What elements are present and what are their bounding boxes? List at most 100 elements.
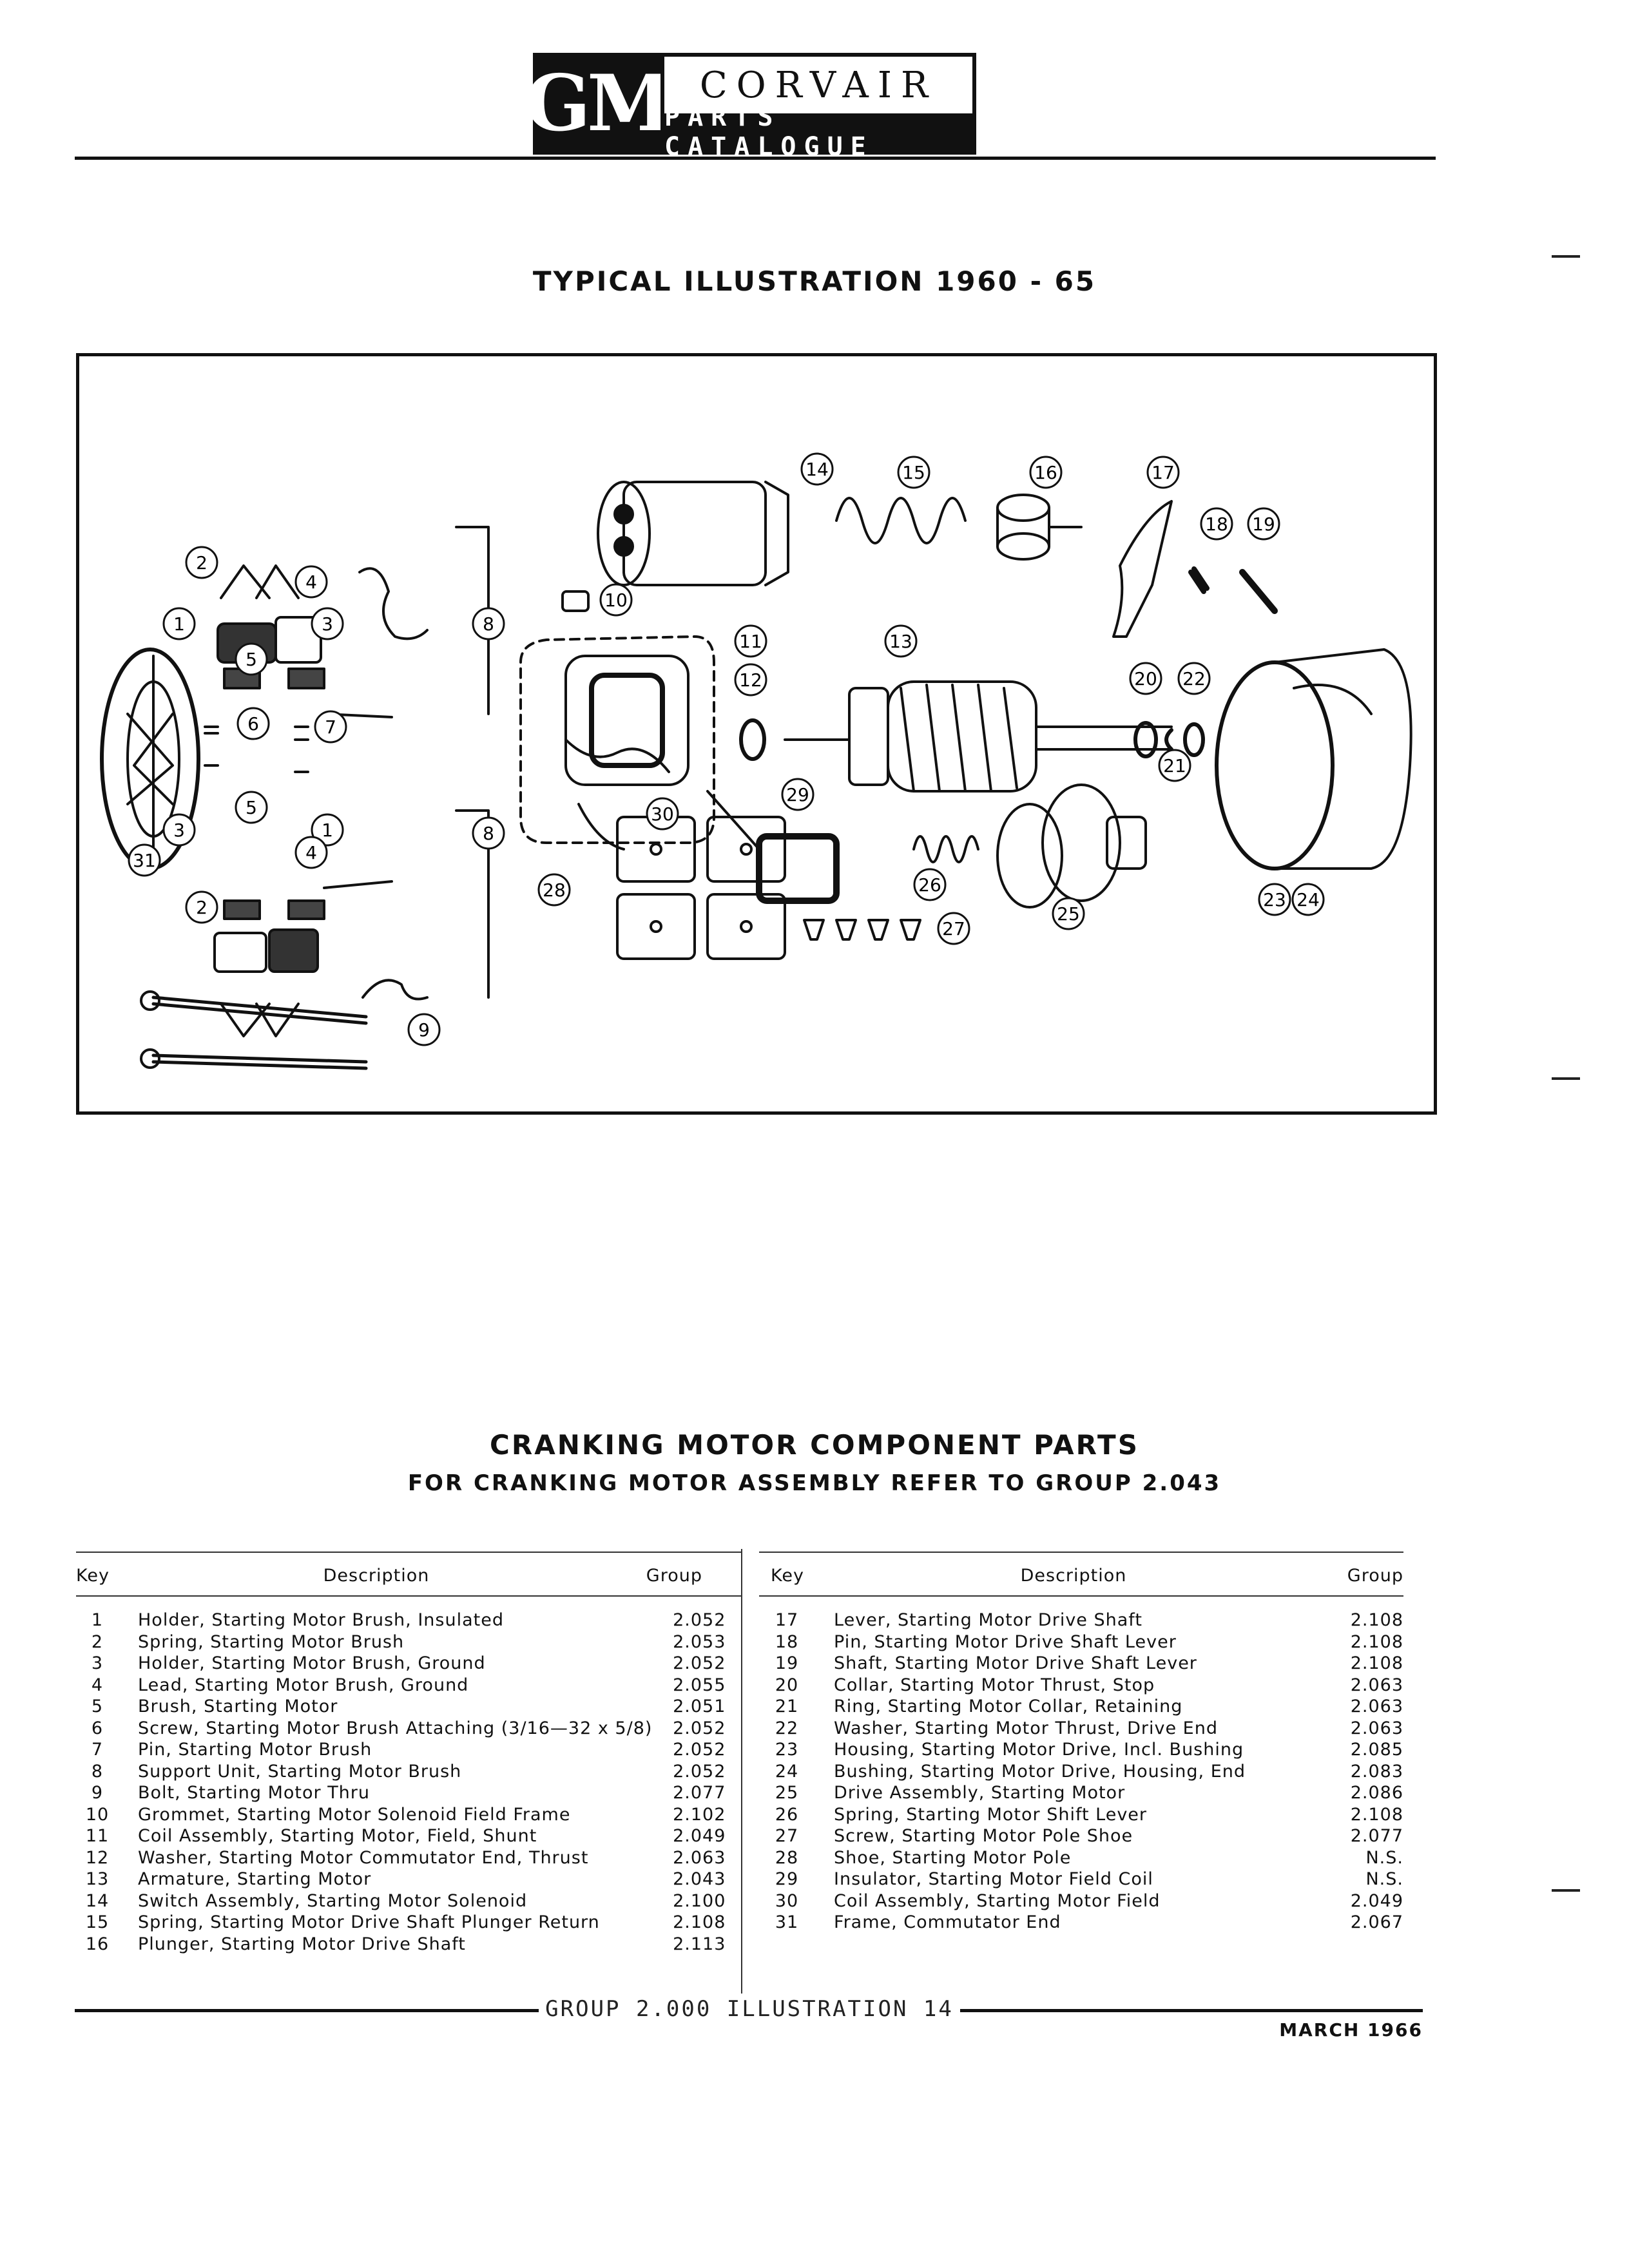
spacer: [815, 1718, 834, 1740]
callout-18: 18: [1200, 507, 1233, 541]
spacer: [815, 1912, 834, 1934]
part-description: Pin, Starting Motor Brush: [138, 1740, 372, 1760]
part-key: 2: [91, 1631, 104, 1652]
part-group: 2.108: [1350, 1804, 1403, 1825]
part-key: 23: [775, 1740, 799, 1760]
part-group: 2.067: [1350, 1912, 1403, 1933]
svg-text:31: 31: [133, 850, 156, 871]
part-group: 2.102: [673, 1804, 726, 1825]
callout-11: 11: [734, 624, 767, 658]
spacer: [815, 1847, 834, 1869]
part-group: 2.052: [673, 1653, 726, 1674]
lever-shaft-drawing: [1239, 569, 1278, 614]
part-description: Holder, Starting Motor Brush, Insulated: [138, 1610, 504, 1631]
svg-text:13: 13: [889, 631, 912, 652]
callout-21: 21: [1158, 749, 1191, 782]
drive-assembly-drawing: [996, 783, 1147, 908]
part-key: 24: [775, 1761, 799, 1782]
part-description: Support Unit, Starting Motor Brush: [138, 1761, 462, 1782]
svg-text:27: 27: [942, 918, 965, 939]
table-header-rule: [759, 1595, 1403, 1597]
svg-text:10: 10: [604, 590, 628, 611]
part-key: 27: [775, 1826, 799, 1847]
part-key: 18: [775, 1631, 799, 1652]
spacer: [119, 1934, 138, 1956]
svg-text:22: 22: [1182, 668, 1206, 689]
footer-rule-left: [75, 2009, 539, 2012]
svg-text:1: 1: [173, 613, 185, 635]
part-group: 2.049: [1350, 1890, 1403, 1911]
callout-24: 24: [1291, 883, 1325, 916]
drive-shaft-lever-drawing: [1112, 500, 1173, 638]
svg-text:4: 4: [305, 572, 317, 593]
callout-3: 3: [162, 813, 196, 847]
plunger-return-spring-drawing: [835, 497, 967, 544]
part-key: 9: [91, 1783, 104, 1803]
footer-date: MARCH 1966: [1279, 2019, 1423, 2041]
callout-12: 12: [734, 663, 767, 697]
svg-text:11: 11: [739, 631, 762, 652]
spacer: [119, 1869, 138, 1890]
spacer: [119, 1847, 138, 1869]
part-group: N.S.: [1365, 1847, 1403, 1868]
part-group: 2.052: [673, 1610, 726, 1631]
svg-text:5: 5: [246, 649, 257, 670]
svg-text:2: 2: [196, 552, 207, 573]
part-description: Brush, Starting Motor: [138, 1696, 338, 1717]
callout-19: 19: [1247, 507, 1280, 541]
gm-logo: GM: [525, 53, 673, 155]
callout-2: 2: [185, 546, 218, 579]
part-description: Coil Assembly, Starting Motor, Field, Sh…: [138, 1826, 537, 1847]
callout-4: 4: [294, 565, 328, 599]
part-description: Housing, Starting Motor Drive, Incl. Bus…: [834, 1740, 1244, 1760]
svg-text:23: 23: [1263, 889, 1286, 910]
right-group-header: Group: [1347, 1566, 1403, 1586]
svg-text:8: 8: [483, 613, 494, 635]
part-key: 17: [775, 1610, 799, 1631]
solenoid-drawing: [597, 481, 789, 586]
spacer: [815, 1869, 834, 1890]
callout-8: 8: [472, 607, 505, 640]
part-key: 16: [85, 1934, 110, 1954]
spacer: [119, 1804, 138, 1826]
part-group: 2.077: [673, 1783, 726, 1803]
part-key: 15: [85, 1912, 110, 1933]
part-description: Spring, Starting Motor Brush: [138, 1631, 405, 1652]
right-description-header: Description: [1020, 1566, 1127, 1586]
part-group: 2.108: [1350, 1610, 1403, 1631]
margin-tick: [1552, 1889, 1580, 1892]
spacer: [119, 1610, 138, 1631]
part-description: Coil Assembly, Starting Motor Field: [834, 1890, 1161, 1911]
part-key: 14: [85, 1890, 110, 1911]
svg-text:7: 7: [325, 716, 336, 738]
svg-text:17: 17: [1152, 462, 1175, 483]
spacer: [815, 1610, 834, 1631]
spacer: [815, 1782, 834, 1804]
shift-lever-spring-drawing: [912, 835, 979, 863]
callout-23: 23: [1258, 883, 1291, 916]
svg-text:3: 3: [173, 820, 185, 841]
footer-rule-right: [960, 2009, 1423, 2012]
svg-text:2: 2: [196, 897, 207, 918]
part-key: 10: [85, 1804, 110, 1825]
part-description: Lead, Starting Motor Brush, Ground: [138, 1675, 469, 1695]
part-group: 2.051: [673, 1696, 726, 1717]
svg-text:26: 26: [918, 874, 941, 896]
part-description: Shoe, Starting Motor Pole: [834, 1847, 1072, 1868]
part-group: 2.043: [673, 1869, 726, 1890]
spacer: [119, 1718, 138, 1740]
part-description: Washer, Starting Motor Thrust, Drive End: [834, 1718, 1218, 1738]
part-group: 2.063: [673, 1847, 726, 1868]
callout-leader: [706, 790, 760, 850]
callout-13: 13: [884, 624, 918, 658]
retaining-ring-drawing: [1164, 728, 1173, 751]
part-description: Ring, Starting Motor Collar, Retaining: [834, 1696, 1183, 1717]
callout-6: 6: [236, 707, 270, 740]
